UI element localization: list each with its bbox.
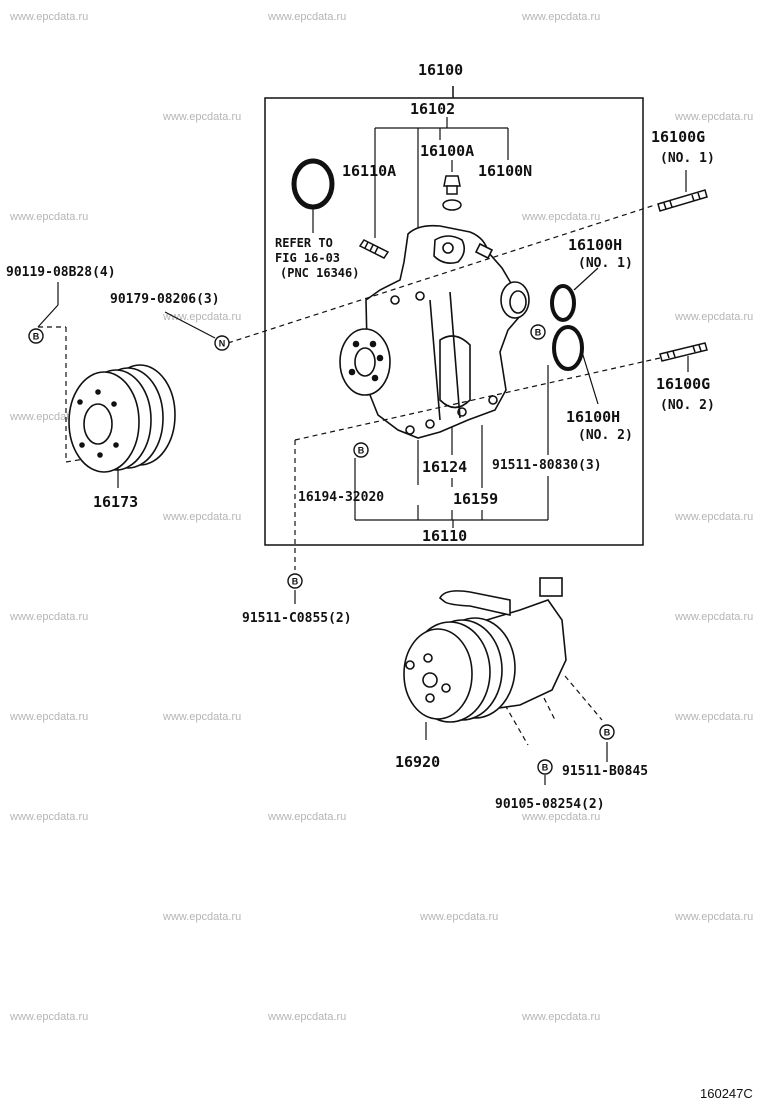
leader-lines (37, 282, 608, 785)
watermark: www.epcdata.ru (521, 11, 600, 23)
watermark: www.epcdata.ru (521, 1011, 600, 1023)
fan-coupling-icon (403, 577, 567, 723)
gasket-no1-icon (550, 284, 576, 322)
watermark: www.epcdata.ru (674, 911, 753, 923)
o-ring-icon (291, 158, 335, 210)
watermark: www.epcdata.ru (674, 611, 753, 623)
watermark: www.epcdata.ru (674, 511, 753, 523)
label-16100g-no1-sub: (NO. 1) (660, 151, 715, 166)
watermark: www.epcdata.ru (9, 211, 88, 223)
refer-line-2: FIG 16-03 (275, 251, 340, 265)
badge-b-label: B (33, 332, 40, 342)
badge-b-icon: B (287, 573, 303, 589)
label-90119-08b28: 90119-08B28(4) (6, 265, 116, 280)
badge-b-icon: B (28, 328, 44, 344)
badge-n-icon: N (214, 335, 230, 351)
label-16110a: 16110A (342, 162, 396, 180)
watermark: www.epcdata.ru (9, 11, 88, 23)
badge-b-icon: B (353, 442, 369, 458)
stud-16110a-icon (358, 239, 390, 259)
label-16100n: 16100N (478, 162, 532, 180)
watermark: www.epcdata.ru (674, 311, 753, 323)
label-16920: 16920 (395, 753, 440, 771)
badge-b-label: B (604, 728, 611, 738)
stud-no2-icon (659, 342, 708, 362)
watermark: www.epcdata.ru (674, 711, 753, 723)
label-16100g-no2-sub: (NO. 2) (660, 398, 715, 413)
watermark: www.epcdata.ru (162, 511, 241, 523)
watermark: www.epcdata.ru (9, 711, 88, 723)
pulley-icon (68, 364, 176, 473)
watermark: www.epcdata.ru (267, 811, 346, 823)
badge-b-icon: B (530, 324, 546, 340)
figure-id: 160247C (700, 1086, 753, 1101)
watermark: www.epcdata.ru (9, 611, 88, 623)
label-16100h-no1: 16100H (568, 236, 622, 254)
label-16100h-no2: 16100H (566, 408, 620, 426)
label-16194-32020: 16194-32020 (298, 490, 384, 505)
watermark: www.epcdata.ru (521, 211, 600, 223)
badge-b-icon: B (599, 724, 615, 740)
water-pump-icon (339, 224, 530, 439)
watermark-layer: www.epcdata.ru www.epcdata.ru www.epcdat… (9, 11, 753, 1023)
label-16159: 16159 (453, 490, 498, 508)
label-16100g-no1: 16100G (651, 128, 705, 146)
watermark: www.epcdata.ru (419, 911, 498, 923)
badge-b-icon: B (537, 759, 553, 775)
label-16124: 16124 (422, 458, 467, 476)
label-16110: 16110 (422, 527, 467, 545)
stud-no1-icon (657, 189, 708, 212)
label-16100: 16100 (418, 61, 463, 79)
watermark: www.epcdata.ru (162, 711, 241, 723)
label-16100g-no2: 16100G (656, 375, 710, 393)
bracket-16110 (354, 365, 549, 528)
watermark: www.epcdata.ru (9, 1011, 88, 1023)
badge-b-label: B (358, 446, 365, 456)
label-91511-b0845: 91511-B0845 (562, 764, 648, 779)
watermark: www.epcdata.ru (267, 11, 346, 23)
refer-line-1: REFER TO (275, 236, 333, 250)
assembly-frame (264, 86, 644, 546)
label-16173: 16173 (93, 493, 138, 511)
watermark: www.epcdata.ru (674, 111, 753, 123)
watermark: www.epcdata.ru (9, 811, 88, 823)
badge-b-label: B (542, 763, 549, 773)
label-16100h-no2-sub: (NO. 2) (578, 428, 633, 443)
watermark: www.epcdata.ru (162, 111, 241, 123)
label-90105-08254: 90105-08254(2) (495, 797, 605, 812)
watermark: www.epcdata.ru (521, 811, 600, 823)
watermark: www.epcdata.ru (162, 911, 241, 923)
watermark: www.epcdata.ru (267, 1011, 346, 1023)
label-90179-08206: 90179-08206(3) (110, 292, 220, 307)
gasket-no2-icon (552, 325, 584, 371)
badge-n-label: N (219, 339, 226, 349)
badge-b-label: B (292, 577, 299, 587)
drain-cock-icon (442, 175, 462, 211)
label-91511-80830: 91511-80830(3) (492, 458, 602, 473)
watermark: www.epcdata.ru (162, 311, 241, 323)
bracket-16102 (374, 117, 509, 238)
refer-line-3: (PNC 16346) (280, 266, 359, 280)
label-16100h-no1-sub: (NO. 1) (578, 256, 633, 271)
label-91511-c0855: 91511-C0855(2) (242, 611, 352, 626)
badge-b-label: B (535, 328, 542, 338)
label-16102: 16102 (410, 100, 455, 118)
label-16100a: 16100A (420, 142, 474, 160)
